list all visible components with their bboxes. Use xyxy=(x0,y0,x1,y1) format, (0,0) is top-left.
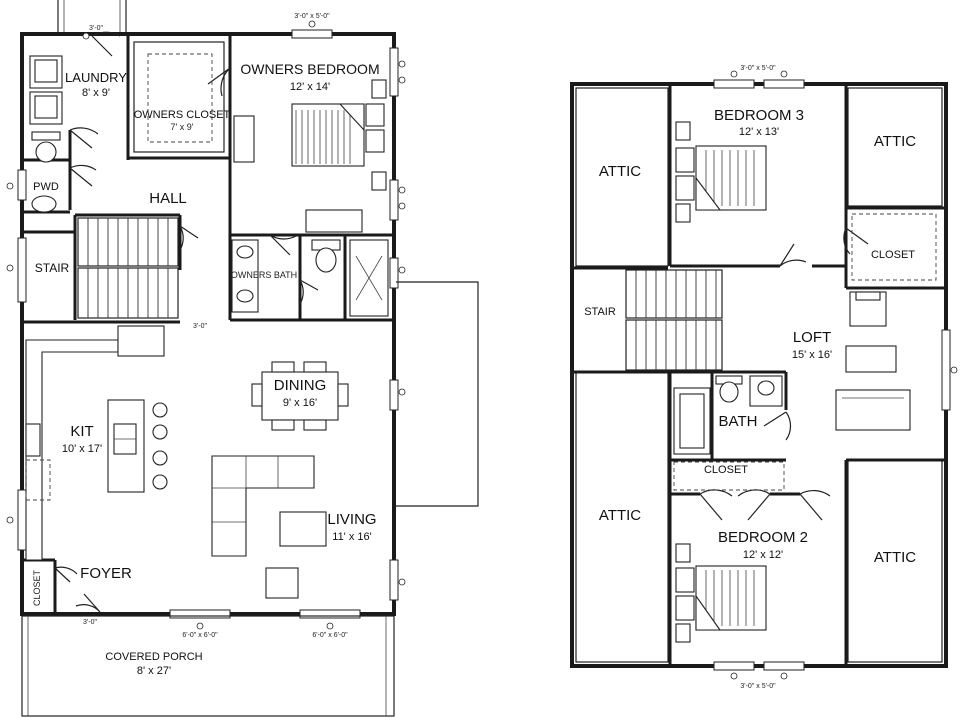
upper-closet-shelf xyxy=(851,213,937,281)
hall-door-size: 3'-0" xyxy=(193,323,207,330)
porch-window-right-size: 6'-0" x 6'-0" xyxy=(312,632,348,639)
dining-label: DINING xyxy=(274,377,327,394)
bedroom-window-size: 3'-0" x 5'-0" xyxy=(294,13,330,20)
first-floor-windows xyxy=(17,29,399,619)
first-floor-window-tags: 3'-0" 3'-0" x 5'-0" 6'-0" x 6'-0" 6'-0" … xyxy=(6,13,406,639)
bed-hatch xyxy=(295,110,351,164)
bath-label: BATH xyxy=(719,413,758,430)
owners-bedroom-dim: 12' x 14' xyxy=(290,81,330,93)
owners-bath-fixtures xyxy=(231,239,389,317)
living-label: LIVING xyxy=(327,511,376,528)
foyer-label: FOYER xyxy=(80,565,132,582)
side-deck-outline xyxy=(396,281,479,507)
bedroom3-bed xyxy=(675,121,767,223)
first-floor-stair xyxy=(77,217,179,319)
covered-porch-label: COVERED PORCH xyxy=(105,651,202,663)
entry-notch xyxy=(57,0,127,34)
laundry-dim: 8' x 9' xyxy=(82,87,110,99)
mid-closet-label: CLOSET xyxy=(704,464,748,476)
bath-fixtures xyxy=(673,375,783,455)
upper-closet-label: CLOSET xyxy=(871,249,915,261)
attic-top-left-label: ATTIC xyxy=(599,163,641,180)
pwd-label: PWD xyxy=(33,181,59,193)
owners-bath-label: OWNERS BATH xyxy=(231,270,297,280)
covered-porch-dim: 8' x 27' xyxy=(137,665,171,677)
kit-dim: 10' x 17' xyxy=(62,443,102,455)
loft-dim: 15' x 16' xyxy=(792,349,832,361)
bedroom3-dim: 12' x 13' xyxy=(739,126,779,138)
mid-closet-shelf xyxy=(673,461,785,491)
bedroom3-label: BEDROOM 3 xyxy=(714,107,804,124)
laundry-appliances xyxy=(29,55,63,163)
owners-bed xyxy=(233,79,387,233)
bedroom2-dim: 12' x 12' xyxy=(743,549,783,561)
stair-label: STAIR xyxy=(35,261,70,275)
dining-table xyxy=(251,361,349,431)
laundry-label: LAUNDRY xyxy=(65,70,127,85)
front-door-size: 3'-0" xyxy=(83,619,97,626)
attic-bottom-left-label: ATTIC xyxy=(599,507,641,524)
powder-room-fixtures xyxy=(31,195,57,213)
kit-label: KIT xyxy=(70,423,93,440)
second-floor-top-window-size: 3'-0" x 5'-0" xyxy=(740,65,776,72)
second-floor-doors xyxy=(699,227,869,521)
living-sectional xyxy=(211,455,327,599)
second-floor-windows: 3'-0" x 5'-0" 3'-0" x 5'-0" xyxy=(713,65,958,690)
owners-closet-label: OWNERS CLOSET xyxy=(134,109,231,121)
second-floor-stair xyxy=(625,269,723,371)
laundry-door-size: 3'-0" xyxy=(89,25,103,32)
owners-closet-dim: 7' x 9' xyxy=(171,122,194,132)
attic-top-right xyxy=(847,87,943,207)
owners-bedroom-label: OWNERS BEDROOM xyxy=(240,61,379,77)
second-floor-bottom-window-size: 3'-0" x 5'-0" xyxy=(740,683,776,690)
hall-label: HALL xyxy=(149,190,187,207)
dining-dim: 9' x 16' xyxy=(283,397,317,409)
bedroom2-label: BEDROOM 2 xyxy=(718,529,808,546)
first-floor-plan: 3'-0" 3'-0" x 5'-0" 6'-0" x 6'-0" 6'-0" … xyxy=(6,0,479,717)
second-floor-interior-walls xyxy=(574,86,944,664)
foyer-closet-label: CLOSET xyxy=(32,569,42,606)
loft-furniture xyxy=(835,291,911,431)
kitchen-counters xyxy=(25,325,168,561)
loft-label: LOFT xyxy=(793,329,831,346)
living-dim: 11' x 16' xyxy=(332,531,371,543)
covered-porch xyxy=(21,615,395,717)
attic-top-left xyxy=(575,87,669,267)
second-stair-label: STAIR xyxy=(584,306,616,318)
attic-top-right-label: ATTIC xyxy=(874,133,916,150)
attic-bottom-right-label: ATTIC xyxy=(874,549,916,566)
bedroom2-bed xyxy=(675,543,767,643)
first-floor-doors xyxy=(54,31,319,613)
second-floor-plan: 3'-0" x 5'-0" 3'-0" x 5'-0" xyxy=(570,65,958,690)
porch-window-left-size: 6'-0" x 6'-0" xyxy=(182,632,218,639)
first-floor-interior-walls xyxy=(24,36,392,612)
owners-closet-shelves xyxy=(133,41,225,153)
